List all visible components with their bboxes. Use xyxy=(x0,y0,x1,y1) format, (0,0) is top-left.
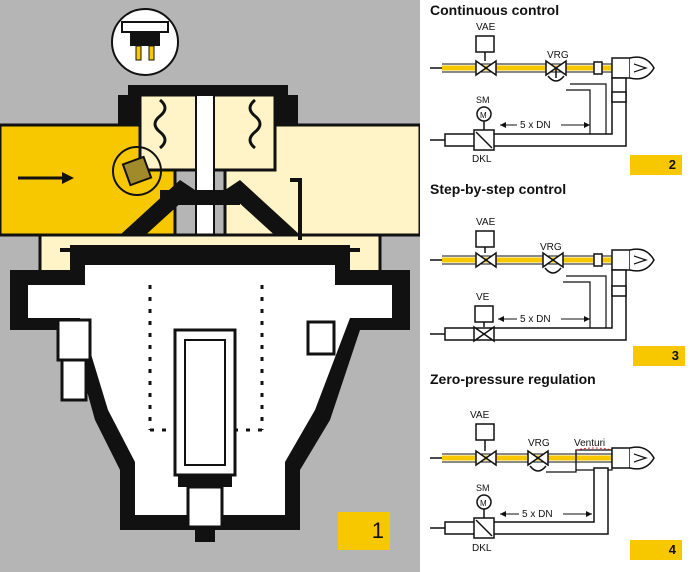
continuous-control-title: Continuous control xyxy=(430,2,560,18)
figure-4-badge: 4 xyxy=(630,540,682,560)
figure-3-badge: 3 xyxy=(633,346,685,366)
vae-label-3: VAE xyxy=(470,410,490,421)
zero-pressure-regulation-schematic: VAE VRG Venturi SM M 5 x DN DKL xyxy=(430,410,655,554)
zero-pressure-regulation-title: Zero-pressure regulation xyxy=(430,371,596,387)
dn-label-3: 5 x DN xyxy=(522,509,553,520)
control-schematics-panel xyxy=(420,0,690,572)
step-by-step-control-schematic: VAE VRG VE 5 x DN xyxy=(430,217,655,342)
venturi-label-3: Venturi xyxy=(574,438,605,449)
dn-label-2: 5 x DN xyxy=(520,314,551,325)
continuous-control-schematic: VAE VRG SM M 5 x DN DKL xyxy=(430,22,655,165)
ve-label-2: VE xyxy=(476,292,490,303)
vae-label-2: VAE xyxy=(476,217,496,228)
motor-m-label-3: M xyxy=(480,499,487,508)
vrg-label-3: VRG xyxy=(528,438,550,449)
dn-label-1: 5 x DN xyxy=(520,120,551,131)
vrg-label-1: VRG xyxy=(547,50,569,61)
sm-label-3: SM xyxy=(476,483,490,493)
vae-label-1: VAE xyxy=(476,22,496,33)
dkl-label-1: DKL xyxy=(472,154,492,165)
sm-label-1: SM xyxy=(476,95,490,105)
detail-inset xyxy=(111,8,179,76)
figure-1-badge: 1 xyxy=(338,512,390,550)
regulator-body xyxy=(0,85,420,542)
figure-2-badge: 2 xyxy=(630,155,682,175)
vrg-label-2: VRG xyxy=(540,242,562,253)
motor-m-label-1: M xyxy=(480,111,487,120)
step-by-step-control-title: Step-by-step control xyxy=(430,181,567,197)
dkl-label-3: DKL xyxy=(472,543,492,554)
regulator-cross-section-drawing xyxy=(0,8,420,542)
